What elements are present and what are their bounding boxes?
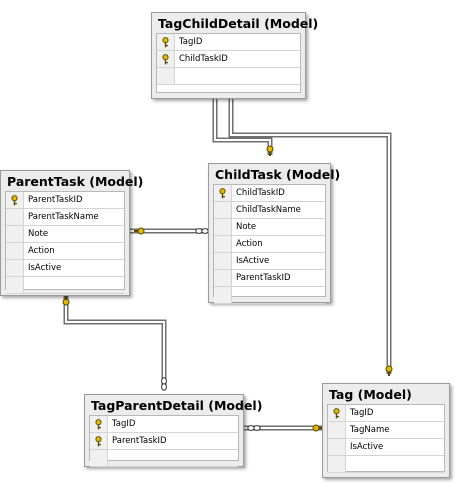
row-selector bbox=[157, 51, 175, 67]
table-title: ParentTask (Model) bbox=[7, 174, 144, 189]
row-selector bbox=[157, 34, 175, 50]
key-icon bbox=[162, 37, 169, 48]
column-name: Note bbox=[236, 222, 257, 232]
rel-tagchild-tag[interactable] bbox=[228, 98, 392, 374]
row-selector bbox=[328, 439, 346, 455]
table-tagchilddetail[interactable]: TagChildDetail (Model) TagID ChildTaskID bbox=[151, 12, 319, 99]
row-selector bbox=[214, 202, 232, 218]
column-row[interactable] bbox=[214, 287, 325, 304]
key-end-icon bbox=[62, 296, 70, 306]
table-columns: TagID ChildTaskID bbox=[156, 33, 301, 93]
row-selector bbox=[6, 243, 24, 259]
key-icon bbox=[219, 188, 226, 199]
key-end-icon bbox=[134, 227, 145, 235]
row-selector bbox=[6, 277, 24, 293]
column-row[interactable]: TagID bbox=[157, 34, 300, 51]
rel-parent-tagparent[interactable] bbox=[63, 296, 167, 385]
column-row[interactable]: ParentTaskID bbox=[6, 192, 124, 209]
row-selector bbox=[214, 287, 232, 303]
key-end-icon bbox=[385, 365, 393, 376]
column-row[interactable] bbox=[328, 456, 444, 473]
column-name: ChildTaskID bbox=[236, 188, 285, 198]
key-icon bbox=[162, 54, 169, 65]
row-selector bbox=[6, 260, 24, 276]
column-name: IsActive bbox=[28, 263, 62, 273]
column-row[interactable]: TagID bbox=[90, 416, 238, 433]
table-title: TagParentDetail (Model) bbox=[91, 398, 263, 413]
infinity-end-icon bbox=[247, 425, 261, 431]
column-name: TagName bbox=[350, 425, 390, 435]
column-name: TagID bbox=[179, 37, 203, 47]
row-selector bbox=[214, 185, 232, 201]
column-name: ParentTaskName bbox=[28, 212, 99, 222]
rel-tagchild-childtask[interactable] bbox=[212, 98, 273, 155]
column-row[interactable]: Note bbox=[214, 219, 325, 236]
column-name: ParentTaskID bbox=[112, 436, 167, 446]
table-title: ChildTask (Model) bbox=[215, 167, 341, 182]
key-icon bbox=[95, 419, 102, 430]
column-name: TagID bbox=[112, 419, 136, 429]
table-columns: TagID ParentTaskID bbox=[89, 415, 239, 467]
column-name: ParentTaskID bbox=[28, 195, 83, 205]
row-selector bbox=[328, 405, 346, 421]
column-row[interactable]: IsActive bbox=[6, 260, 124, 277]
row-selector bbox=[90, 450, 108, 466]
column-row[interactable] bbox=[90, 450, 238, 467]
column-name: Action bbox=[236, 239, 263, 249]
column-name: ParentTaskID bbox=[236, 273, 291, 283]
key-icon bbox=[95, 436, 102, 447]
infinity-end-icon bbox=[195, 228, 209, 234]
table-childtask[interactable]: ChildTask (Model) ChildTaskID ChildTaskNa… bbox=[208, 163, 341, 304]
column-name: IsActive bbox=[236, 256, 270, 266]
column-row[interactable]: IsActive bbox=[328, 439, 444, 456]
column-row[interactable]: ParentTaskName bbox=[6, 209, 124, 226]
key-icon bbox=[333, 408, 340, 419]
column-row[interactable]: IsActive bbox=[214, 253, 325, 270]
row-selector bbox=[214, 236, 232, 252]
table-tagparentdetail[interactable]: TagParentDetail (Model) TagID ParentTaskI… bbox=[84, 394, 263, 467]
key-end-icon bbox=[266, 145, 274, 156]
key-end-icon bbox=[312, 424, 323, 432]
row-selector bbox=[157, 68, 175, 84]
column-row[interactable]: ChildTaskID bbox=[157, 51, 300, 68]
column-row[interactable]: Action bbox=[214, 236, 325, 253]
table-title: Tag (Model) bbox=[329, 387, 412, 402]
column-row[interactable]: Action bbox=[6, 243, 124, 260]
column-name: ChildTaskID bbox=[179, 54, 228, 64]
column-row[interactable]: ParentTaskID bbox=[214, 270, 325, 287]
key-icon bbox=[11, 195, 18, 206]
column-row[interactable] bbox=[6, 277, 124, 294]
row-selector bbox=[214, 270, 232, 286]
column-row[interactable]: Note bbox=[6, 226, 124, 243]
table-title: TagChildDetail (Model) bbox=[158, 16, 319, 31]
column-row[interactable]: ParentTaskID bbox=[90, 433, 238, 450]
row-selector bbox=[90, 416, 108, 432]
column-row[interactable]: ChildTaskID bbox=[214, 185, 325, 202]
row-selector bbox=[90, 433, 108, 449]
column-name: IsActive bbox=[350, 442, 384, 452]
row-selector bbox=[6, 192, 24, 208]
column-row[interactable]: ChildTaskName bbox=[214, 202, 325, 219]
infinity-end-icon bbox=[161, 377, 167, 391]
column-row[interactable]: TagID bbox=[328, 405, 444, 422]
column-name: Note bbox=[28, 229, 49, 239]
column-name: Action bbox=[28, 246, 55, 256]
row-selector bbox=[6, 226, 24, 242]
row-selector bbox=[328, 422, 346, 438]
row-selector bbox=[214, 219, 232, 235]
row-selector bbox=[6, 209, 24, 225]
column-name: ChildTaskName bbox=[236, 205, 301, 215]
column-row[interactable]: TagName bbox=[328, 422, 444, 439]
row-selector bbox=[214, 253, 232, 269]
column-name: TagID bbox=[350, 408, 374, 418]
row-selector bbox=[328, 456, 346, 472]
column-row[interactable] bbox=[157, 68, 300, 85]
